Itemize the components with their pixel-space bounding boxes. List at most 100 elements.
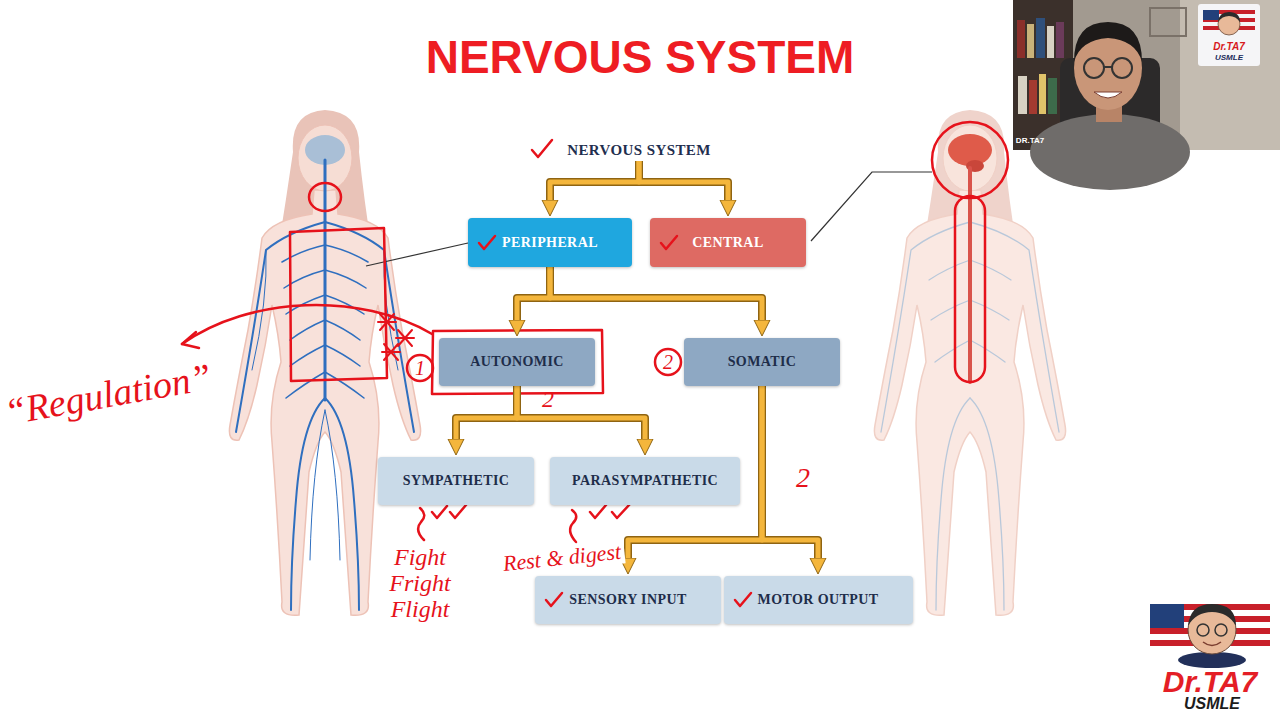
node-text: SENSORY INPUT bbox=[569, 591, 686, 609]
handwritten-note: Flight bbox=[391, 596, 450, 622]
star-mark bbox=[378, 314, 396, 330]
book bbox=[1017, 20, 1025, 58]
glasses bbox=[1112, 58, 1132, 78]
tree-arrow bbox=[762, 386, 818, 559]
tree-arrow bbox=[550, 267, 762, 321]
nerve-network bbox=[236, 160, 414, 610]
node-text: NERVOUS SYSTEM bbox=[567, 141, 711, 160]
cord-outline bbox=[955, 196, 985, 382]
function-box: SENSORY INPUT bbox=[535, 576, 721, 624]
neck-circle bbox=[309, 183, 341, 211]
brand-logo-text: Dr.TA7 bbox=[1163, 665, 1257, 698]
spinal-cord bbox=[968, 168, 972, 382]
root-heading: NERVOUS SYSTEM bbox=[563, 140, 715, 161]
number-circle bbox=[655, 349, 681, 375]
connector-outline bbox=[517, 267, 550, 321]
tree-arrow bbox=[550, 161, 639, 201]
book bbox=[1029, 80, 1037, 114]
leader-line bbox=[366, 243, 468, 266]
division-box: AUTONOMIC bbox=[439, 338, 595, 386]
tree-arrow bbox=[517, 386, 645, 440]
wall-frame bbox=[1150, 8, 1186, 36]
glasses bbox=[1084, 58, 1104, 78]
logo-hair bbox=[1218, 12, 1240, 22]
glasses-bridge bbox=[1104, 66, 1112, 68]
leg-nerve bbox=[936, 398, 970, 610]
node-text: PERIPHERAL bbox=[502, 234, 598, 252]
callout-number: 2 bbox=[663, 351, 673, 373]
brand-logo-text: USMLE bbox=[1184, 695, 1240, 713]
function-box: MOTOR OUTPUT bbox=[724, 576, 913, 624]
trunk-nerve bbox=[282, 245, 368, 262]
node-text: SYMPATHETIC bbox=[403, 472, 510, 490]
tree-arrow bbox=[639, 161, 728, 201]
book bbox=[1047, 26, 1054, 58]
check-mark bbox=[659, 233, 679, 253]
handwritten-note: Fight bbox=[394, 544, 446, 570]
logo-text: Dr.TA7 bbox=[1213, 41, 1245, 52]
flag-canton bbox=[1203, 10, 1219, 20]
arrow-head bbox=[182, 332, 199, 348]
subdivision-box: SYMPATHETIC bbox=[378, 457, 534, 505]
peripheral-figure bbox=[229, 110, 420, 615]
hair bbox=[1074, 22, 1142, 62]
leg-nerve bbox=[325, 410, 340, 560]
connector-outline bbox=[456, 386, 517, 440]
check-mark bbox=[450, 505, 466, 518]
connector-outline bbox=[639, 161, 728, 201]
book bbox=[1056, 22, 1064, 58]
node-text: SOMATIC bbox=[728, 353, 797, 371]
check-mark bbox=[733, 590, 753, 610]
check-mark bbox=[532, 140, 552, 157]
logo-background bbox=[1198, 4, 1260, 66]
leg-nerve bbox=[325, 398, 359, 610]
logo-text: USMLE bbox=[1215, 54, 1243, 63]
leg-nerve bbox=[291, 398, 325, 610]
shoulders bbox=[1030, 114, 1190, 190]
check-mark bbox=[590, 505, 606, 518]
callout-number: 2 bbox=[542, 386, 554, 412]
node-text: MOTOR OUTPUT bbox=[758, 591, 879, 609]
category-box: PERIPHERAL bbox=[468, 218, 632, 267]
annotations bbox=[182, 122, 1008, 542]
book bbox=[1018, 76, 1027, 114]
leg-nerve bbox=[310, 410, 325, 560]
brain-outline bbox=[932, 122, 1008, 198]
book bbox=[1027, 24, 1034, 58]
wall bbox=[1180, 0, 1280, 150]
handwritten-note: “Regulation” bbox=[1, 356, 214, 433]
trunk-nerve bbox=[290, 345, 360, 366]
connector-outline bbox=[762, 386, 818, 559]
brace-mark bbox=[570, 510, 576, 542]
node-text: CENTRAL bbox=[692, 234, 763, 252]
logo-face bbox=[1218, 13, 1240, 35]
tree-arrow bbox=[517, 267, 550, 321]
subdivision-box: PARASYMPATHETIC bbox=[550, 457, 740, 505]
division-box: SOMATIC bbox=[684, 338, 840, 386]
logo-hair bbox=[1188, 604, 1236, 626]
connector-outline bbox=[550, 161, 639, 201]
page-title: NERVOUS SYSTEM bbox=[0, 30, 1280, 84]
check-mark bbox=[477, 233, 497, 253]
check-mark bbox=[612, 504, 630, 518]
logo-glasses bbox=[1215, 624, 1227, 636]
handwritten-note: Fright bbox=[389, 570, 450, 596]
connector-outline bbox=[517, 386, 645, 440]
arm-nerve bbox=[970, 222, 1059, 432]
logo-glasses bbox=[1197, 624, 1209, 636]
trunk-nerve bbox=[290, 320, 360, 340]
central-figure bbox=[874, 110, 1065, 615]
logo-smile bbox=[1203, 642, 1221, 646]
presenter-video bbox=[1013, 0, 1280, 190]
check-mark bbox=[479, 236, 495, 249]
arm-nerve bbox=[881, 222, 970, 432]
regulation-arrow bbox=[182, 305, 432, 344]
callout-number: 1 bbox=[415, 357, 425, 379]
callout-number: 2 bbox=[796, 463, 810, 494]
brace-mark bbox=[418, 508, 424, 540]
smile bbox=[1094, 92, 1122, 98]
check-mark bbox=[544, 590, 564, 610]
book bbox=[1036, 18, 1045, 58]
book bbox=[1039, 74, 1046, 114]
